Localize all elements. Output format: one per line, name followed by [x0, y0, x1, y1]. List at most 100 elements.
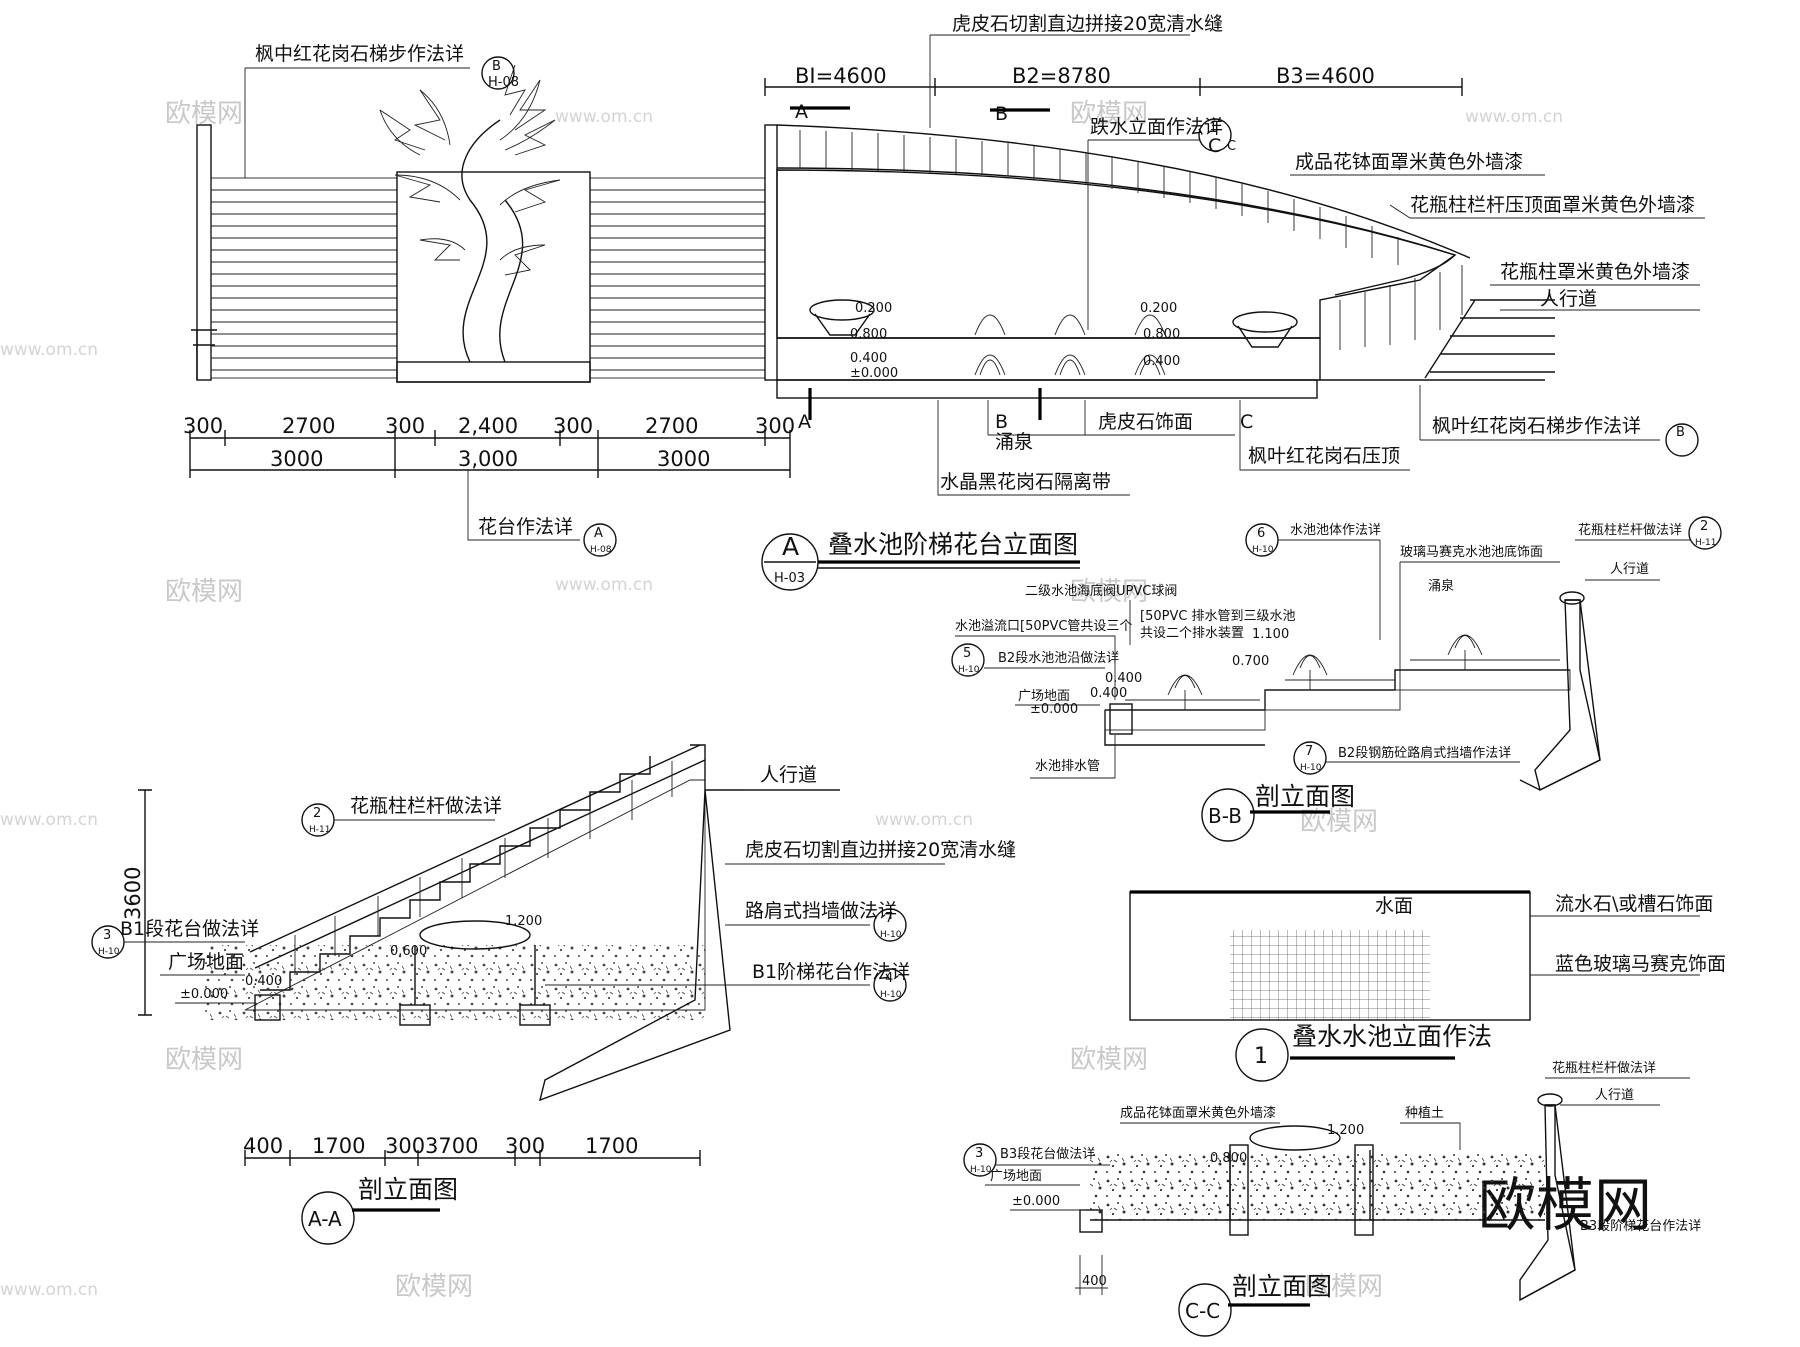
level-zero: ±0.000: [1012, 1194, 1060, 1209]
bb-retaining-wall: [1534, 599, 1601, 792]
callout-sidewalk: 人行道: [1595, 1088, 1634, 1103]
ref-bubble-number: 4: [885, 971, 893, 986]
watermark-text: 欧模网: [1070, 577, 1148, 607]
callout-tiger: 虎皮石切割直边拼接20宽清水缝: [745, 839, 1016, 861]
right-wall-stripes: [589, 177, 766, 379]
dimension-text: 300: [755, 414, 795, 438]
dimension-text: 3600: [121, 867, 145, 920]
watermark-url: www.om.cn: [0, 340, 98, 360]
dimension-text: BI=4600: [795, 64, 887, 88]
callout-mosaic: 玻璃马赛克水池池底饰面: [1400, 544, 1543, 560]
ref-bubble-7: [1293, 741, 1327, 775]
callout-plaza: 广场地面: [990, 1169, 1042, 1184]
watermark-url: www.om.cn: [0, 1280, 98, 1300]
fountain-icon: [1167, 634, 1483, 710]
callout-b1-planter: B1段花台做法详: [120, 918, 259, 940]
callout-right-steps: 枫叶红花岗石梯步作法详: [1432, 415, 1641, 437]
level-mark: ±0.000: [850, 366, 898, 381]
callout-b3: B3段花台做法详: [1000, 1146, 1095, 1162]
base-band: [776, 379, 1318, 399]
callout-planter: 花台作法详: [478, 516, 573, 538]
title-letter: A: [782, 532, 799, 561]
ref-bubble-number: 7: [885, 911, 893, 926]
dimension-text: 300: [183, 414, 223, 438]
section-mark: A: [795, 101, 808, 123]
watermark-url: www.om.cn: [0, 810, 98, 830]
dimension-text: 400: [243, 1134, 283, 1158]
section-mark: C: [1208, 135, 1221, 157]
aa-handrail: [249, 744, 706, 969]
callout-baluster: 花瓶柱罩米黄色外墙漆: [1500, 261, 1690, 283]
ref-bubble-sheet: H-10: [970, 1165, 992, 1175]
ref-bubble-sheet: H-10: [98, 947, 120, 957]
section-cc: 1.200 0.800 花瓶柱栏杆做法详 人行道 成品花钵面罩米黄色外墙漆 种植…: [963, 1060, 1701, 1337]
callout-crystal-band: 水晶黑花岗石隔离带: [940, 471, 1111, 493]
ref-bubble: [1665, 423, 1699, 457]
callout-falls: 跌水立面作法详: [1090, 116, 1223, 138]
dimension-text: B2=8780: [1012, 64, 1111, 88]
elevation-title: 叠水池阶梯花台立面图: [828, 530, 1078, 559]
vase-icon: [419, 920, 531, 950]
falls-title-bubble: [1235, 1028, 1289, 1082]
level-mark: 0.400: [1105, 671, 1142, 686]
ref-bubble-3: [963, 1143, 997, 1177]
section-title: 剖立面图: [358, 1175, 458, 1204]
callout-pool-drain: 水池排水管: [1035, 759, 1100, 774]
callout-tiger-skin: 虎皮石切割直边拼接20宽清水缝: [952, 13, 1223, 35]
ref-bubble-sheet: H-10: [958, 665, 980, 675]
ref-bubble-sheet: H-10: [1300, 763, 1322, 773]
callout-vase: 成品花钵面罩米黄色外墙漆: [1120, 1105, 1276, 1121]
watermark-text: 欧模网: [165, 577, 243, 607]
section-title: 剖立面图: [1232, 1272, 1332, 1301]
water-line: [1125, 659, 1560, 701]
ref-bubble-number: 3: [103, 928, 111, 943]
dimension-text: 300: [385, 414, 425, 438]
callout-retaining: 路肩式挡墙做法详: [745, 900, 897, 922]
section-title: 剖立面图: [1255, 782, 1355, 811]
level-mark: 0.800: [850, 327, 887, 342]
aa-bottom-dims: [244, 1150, 701, 1166]
level-zero: ±0.000: [1030, 702, 1078, 717]
level-mark: 0.400: [1143, 354, 1180, 369]
callout-baluster: 花瓶柱栏杆做法详: [1578, 522, 1682, 538]
ref-bubble: [583, 523, 617, 557]
dimension-text: 300: [553, 414, 593, 438]
callout-sidewalk: 人行道: [760, 764, 817, 786]
section-mark: B: [995, 103, 1008, 125]
ref-bubble-sheet: H-08: [590, 545, 612, 555]
level-mark: 0.200: [1140, 301, 1177, 316]
left-pillar: [196, 124, 212, 381]
ref-bubble-2: [1688, 516, 1722, 550]
water-surface-label: 水面: [1375, 895, 1413, 917]
level-mark: 0.400: [850, 351, 887, 366]
ref-bubble-number: 6: [1257, 526, 1265, 541]
watermark-text: 欧模网: [165, 99, 243, 129]
level-mark: 0.600: [390, 944, 427, 959]
section-tag: B-B: [1208, 804, 1242, 828]
section-mark: B: [995, 411, 1008, 433]
ref-bubble-sheet: H-08: [488, 75, 519, 90]
dimension-text: 300: [505, 1134, 545, 1158]
callout-pool-body: 水池池体作法详: [1290, 523, 1381, 538]
ref-bubble-letter: B: [492, 59, 501, 74]
callout-valve: 二级水池海底阀UPVC球阀: [1025, 583, 1177, 599]
ref-bubble-7: [873, 908, 907, 942]
callout-b2-edge: B2段水池池沿做法详: [998, 651, 1119, 666]
dimension-text: 2700: [282, 414, 335, 438]
dimension-text: 3,000: [458, 447, 518, 471]
ref-bubble: [481, 56, 515, 90]
center-pillar: [764, 124, 778, 381]
level-zero: ±0.000: [180, 987, 228, 1002]
callout-sidewalk: 人行道: [1610, 562, 1649, 577]
dimension-text: 1700: [585, 1134, 638, 1158]
callout-baluster: 花瓶柱栏杆做法详: [350, 795, 502, 817]
tree-icon: [379, 64, 561, 363]
watermark-url: www.om.cn: [555, 107, 653, 127]
level-mark: 1.200: [1327, 1123, 1364, 1138]
bb-pool-steps: [1104, 669, 1570, 746]
callout-b2-wall: B2段钢筋砼路肩式挡墙作法详: [1338, 745, 1511, 761]
dimension-text: 2700: [645, 414, 698, 438]
bottom-dimension-lines: [190, 437, 790, 471]
ref-bubble-number: 1: [1209, 121, 1217, 136]
callout-soil: 种植土: [1405, 1106, 1444, 1121]
